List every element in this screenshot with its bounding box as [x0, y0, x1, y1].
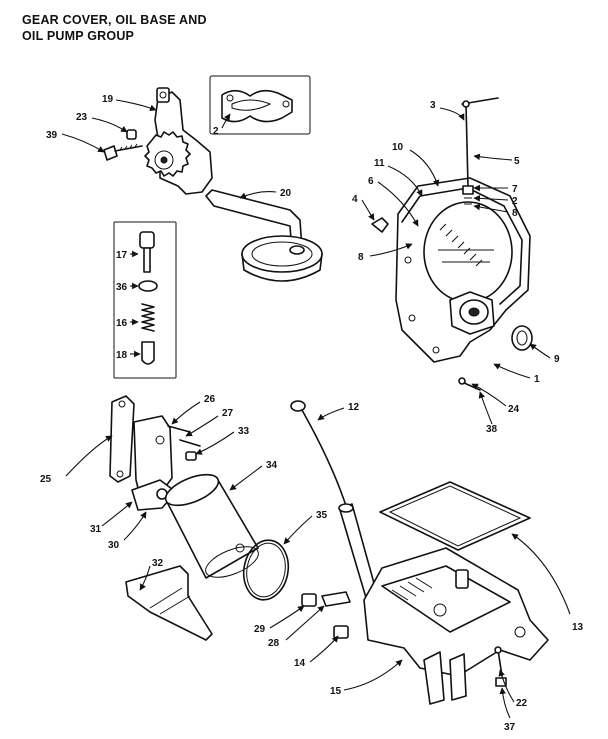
callout-15: 15: [330, 686, 342, 697]
oil-base: [363, 481, 549, 705]
callout-6: 6: [368, 176, 374, 187]
callout-7: 7: [512, 184, 518, 195]
callout-32: 32: [152, 558, 164, 569]
callout-4: 4: [352, 194, 358, 205]
title-line-1: GEAR COVER, OIL BASE AND: [22, 13, 207, 27]
relief-valve-inset: [113, 221, 177, 379]
callout-3: 3: [430, 100, 436, 111]
callout-29: 29: [254, 624, 266, 635]
callout-22: 22: [516, 698, 528, 709]
callout-27: 27: [222, 408, 234, 419]
oil-filter-assembly: [109, 395, 290, 641]
callout-8a: 8: [358, 252, 364, 263]
dipstick-and-tube: [290, 400, 383, 619]
callout-36: 36: [116, 282, 128, 293]
callout-18: 18: [116, 350, 128, 361]
drain-fittings: [301, 591, 351, 639]
callout-13: 13: [572, 622, 584, 633]
callout-9: 9: [554, 354, 560, 365]
callout-34: 34: [266, 460, 278, 471]
callout-11: 11: [374, 158, 385, 169]
callout-25: 25: [40, 474, 52, 485]
callout-12: 12: [348, 402, 360, 413]
callout-leaders: [61, 99, 571, 719]
callout-26: 26: [204, 394, 216, 405]
callout-numbers: 19 23 39 2 20 17 36 16 18 3 5 7 2 8 10 1…: [40, 94, 584, 733]
callout-30: 30: [108, 540, 120, 551]
callout-33: 33: [238, 426, 250, 437]
callout-28: 28: [268, 638, 280, 649]
callout-23: 23: [76, 112, 88, 123]
callout-35: 35: [316, 510, 328, 521]
pump-gasket-inset: [209, 75, 311, 135]
callout-21: 2: [213, 126, 219, 137]
diagram-title: GEAR COVER, OIL BASE AND OIL PUMP GROUP: [22, 12, 207, 44]
oil-pickup-screen: [205, 189, 323, 282]
callout-5: 5: [514, 156, 520, 167]
callout-19: 19: [102, 94, 114, 105]
callout-10: 10: [392, 142, 404, 153]
callout-31: 31: [90, 524, 102, 535]
callout-39: 39: [46, 130, 58, 141]
callout-14: 14: [294, 658, 306, 669]
title-line-2: OIL PUMP GROUP: [22, 29, 135, 43]
callout-38: 38: [486, 424, 498, 435]
callout-20: 20: [280, 188, 292, 199]
oil-pump-assembly: [103, 87, 213, 195]
callout-37: 37: [504, 722, 516, 733]
callout-1: 1: [534, 374, 540, 385]
callout-17: 17: [116, 250, 128, 261]
callout-24: 24: [508, 404, 520, 415]
callout-16: 16: [116, 318, 128, 329]
callout-8b: 8: [512, 208, 518, 219]
callout-2b: 2: [512, 196, 518, 207]
